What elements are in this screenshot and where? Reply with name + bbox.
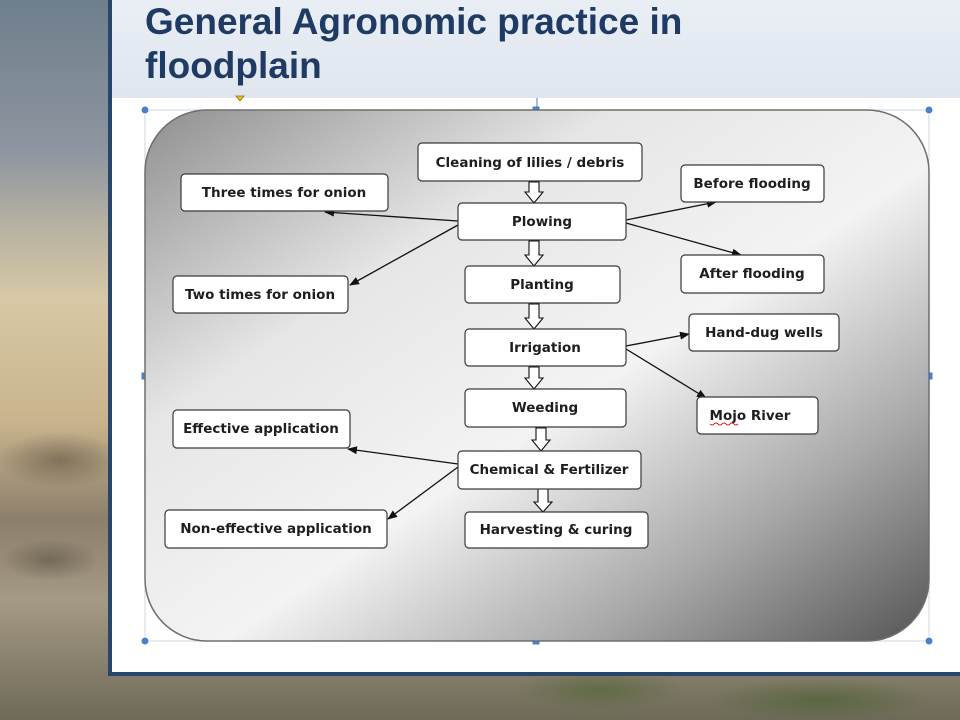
- step-plowing-label: Plowing: [512, 214, 572, 230]
- node-three-times-onion[interactable]: Three times for onion: [180, 173, 389, 212]
- arrow-irrigation-to-mojo: [625, 348, 707, 399]
- node-two-times-onion[interactable]: Two times for onion: [172, 275, 349, 314]
- down-arrow-1: [523, 181, 545, 204]
- node-effective-application-label: Effective application: [183, 421, 339, 437]
- arrow-chem-to-effective: [347, 446, 459, 465]
- resize-handle-top-left: [140, 105, 150, 115]
- arrow-chem-to-non-effective: [387, 466, 459, 520]
- step-planting[interactable]: Planting: [464, 265, 621, 304]
- step-cleaning-label: Cleaning of lilies / debris: [436, 155, 625, 171]
- step-planting-label: Planting: [510, 277, 574, 293]
- slide-title-line2: floodplain: [145, 45, 322, 86]
- adjust-handle-icon[interactable]: [235, 95, 245, 102]
- side-nodes: Three times for onion Two times for onio…: [164, 164, 840, 549]
- step-plowing[interactable]: Plowing: [457, 202, 627, 241]
- node-before-flooding[interactable]: Before flooding: [680, 164, 825, 203]
- step-chemical-fertilizer[interactable]: Chemical & Fertilizer: [457, 450, 642, 490]
- node-three-times-onion-label: Three times for onion: [202, 185, 366, 201]
- step-irrigation-label: Irrigation: [509, 340, 581, 356]
- down-arrow-6: [532, 488, 554, 513]
- node-effective-application[interactable]: Effective application: [172, 409, 351, 449]
- node-after-flooding[interactable]: After flooding: [680, 254, 825, 294]
- arrow-plow-to-before-flooding: [625, 199, 717, 221]
- arrow-plow-to-three-times: [324, 208, 459, 222]
- node-hand-dug-wells-label: Hand-dug wells: [705, 325, 823, 341]
- connector-arrows: [324, 199, 742, 520]
- node-before-flooding-label: Before flooding: [693, 176, 810, 192]
- node-after-flooding-label: After flooding: [699, 266, 804, 282]
- down-arrow-2: [523, 240, 545, 267]
- step-irrigation[interactable]: Irrigation: [464, 328, 627, 367]
- slide-title: General Agronomic practice in floodplain: [145, 0, 925, 88]
- resize-handle-top-right: [924, 105, 934, 115]
- node-two-times-onion-label: Two times for onion: [185, 287, 335, 303]
- arrow-plow-to-two-times: [349, 224, 459, 286]
- spellcheck-squiggle: [709, 422, 739, 426]
- node-mojo-river[interactable]: Mojo River: [696, 396, 819, 435]
- arrow-plow-to-after-flooding: [625, 222, 742, 257]
- down-arrow-5: [530, 427, 552, 452]
- step-weeding[interactable]: Weeding: [464, 388, 627, 428]
- node-mojo-river-label: Mojo River: [710, 408, 791, 424]
- node-non-effective-application[interactable]: Non-effective application: [164, 509, 388, 549]
- step-chemical-fertilizer-label: Chemical & Fertilizer: [470, 462, 629, 478]
- node-hand-dug-wells[interactable]: Hand-dug wells: [688, 313, 840, 352]
- down-arrow-4: [523, 366, 545, 390]
- resize-handle-bottom-left: [140, 636, 150, 646]
- step-cleaning[interactable]: Cleaning of lilies / debris: [417, 142, 643, 182]
- node-non-effective-application-label: Non-effective application: [180, 521, 372, 537]
- step-harvesting-curing[interactable]: Harvesting & curing: [464, 511, 649, 549]
- title-band: [112, 0, 960, 98]
- arrow-irrigation-to-hand-dug: [625, 331, 690, 347]
- resize-handle-bottom-right: [924, 636, 934, 646]
- down-arrow-3: [523, 303, 545, 330]
- main-steps: Cleaning of lilies / debris Plowing Plan…: [417, 142, 649, 549]
- flow-down-arrows: [523, 181, 554, 513]
- step-harvesting-curing-label: Harvesting & curing: [480, 522, 633, 538]
- slide-title-line1: General Agronomic practice in: [145, 1, 683, 42]
- step-weeding-label: Weeding: [512, 400, 578, 416]
